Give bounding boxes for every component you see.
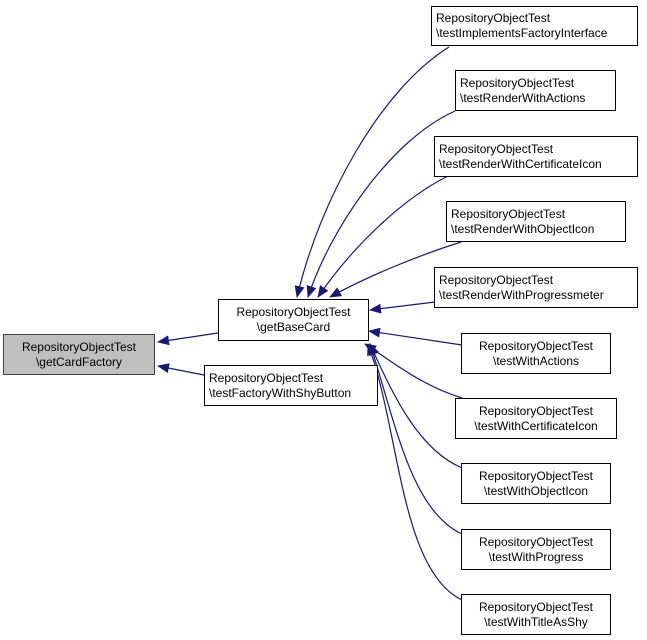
node-label-line2: \testWithObjectIcon [483, 483, 589, 498]
node-test-with-title-as-shy[interactable]: RepositoryObjectTest \testWithTitleAsShy [461, 594, 611, 635]
edge-base-root [157, 332, 219, 346]
node-label-line1: RepositoryObjectTest [451, 206, 566, 221]
edge-n10-base [367, 343, 463, 601]
node-label-line1: RepositoryObjectTest [21, 339, 137, 354]
node-test-render-with-progressmeter[interactable]: RepositoryObjectTest \testRenderWithProg… [434, 267, 638, 308]
edge-n2-base [306, 110, 456, 298]
edge-n4-base [329, 241, 462, 298]
node-label-line2: \testRenderWithObjectIcon [451, 221, 595, 236]
node-label-line1: RepositoryObjectTest [209, 370, 324, 385]
node-test-with-certificate-icon[interactable]: RepositoryObjectTest \testWithCertificat… [455, 398, 617, 439]
node-label-line2: \testImplementsFactoryInterface [436, 26, 608, 40]
node-label-line2: \testRenderWithProgressmeter [439, 287, 604, 302]
node-label-line2: \testWithTitleAsShy [484, 614, 588, 629]
node-label-line2: \testFactoryWithShyButton [209, 385, 352, 400]
node-get-base-card[interactable]: RepositoryObjectTest \getBaseCard [218, 299, 369, 341]
node-get-card-factory[interactable]: RepositoryObjectTest \getCardFactory [3, 334, 155, 375]
node-label-line2: \testWithActions [492, 353, 580, 368]
node-label-line2: \testRenderWithCertificateIcon [439, 156, 602, 171]
edge-n1-base [294, 46, 450, 298]
node-label-line1: RepositoryObjectTest [478, 468, 594, 483]
edge-n3-base [317, 175, 449, 298]
node-label-line1: RepositoryObjectTest [460, 75, 575, 90]
node-label-line2: \testWithProgress [488, 549, 584, 564]
node-label-line1: RepositoryObjectTest [478, 599, 594, 614]
node-test-implements-factory-interface[interactable]: RepositoryObjectTest \testImplementsFact… [431, 6, 638, 46]
edge-n8-base [369, 343, 463, 469]
node-label-line2: \getCardFactory [35, 354, 123, 369]
edge-n6-base [368, 327, 463, 346]
node-label-line1: RepositoryObjectTest [439, 141, 554, 156]
node-label-line1: RepositoryObjectTest [439, 272, 554, 287]
node-label-line1: RepositoryObjectTest [478, 403, 594, 418]
node-label-line2: \getBaseCard [256, 320, 331, 334]
edge-n9-base [368, 343, 463, 535]
edge-n7-base [364, 343, 463, 399]
node-test-render-with-certificate-icon[interactable]: RepositoryObjectTest \testRenderWithCert… [434, 136, 638, 177]
node-label-line2: \testRenderWithActions [460, 90, 586, 105]
node-label-line1: RepositoryObjectTest [236, 305, 351, 319]
node-test-with-actions[interactable]: RepositoryObjectTest \testWithActions [461, 333, 611, 374]
node-label-line1: RepositoryObjectTest [436, 11, 551, 25]
edge-n5-base [369, 301, 436, 314]
node-label-line2: \testWithCertificateIcon [474, 418, 598, 433]
node-label-line1: RepositoryObjectTest [478, 338, 594, 353]
node-test-render-with-actions[interactable]: RepositoryObjectTest \testRenderWithActi… [455, 70, 616, 111]
node-test-with-object-icon[interactable]: RepositoryObjectTest \testWithObjectIcon [461, 463, 611, 504]
node-label-line1: RepositoryObjectTest [478, 534, 594, 549]
node-test-with-progress[interactable]: RepositoryObjectTest \testWithProgress [461, 529, 611, 570]
node-test-factory-with-shy-button[interactable]: RepositoryObjectTest \testFactoryWithShy… [204, 365, 378, 406]
node-test-render-with-object-icon[interactable]: RepositoryObjectTest \testRenderWithObje… [446, 201, 626, 242]
edge-shy-root [157, 363, 205, 376]
